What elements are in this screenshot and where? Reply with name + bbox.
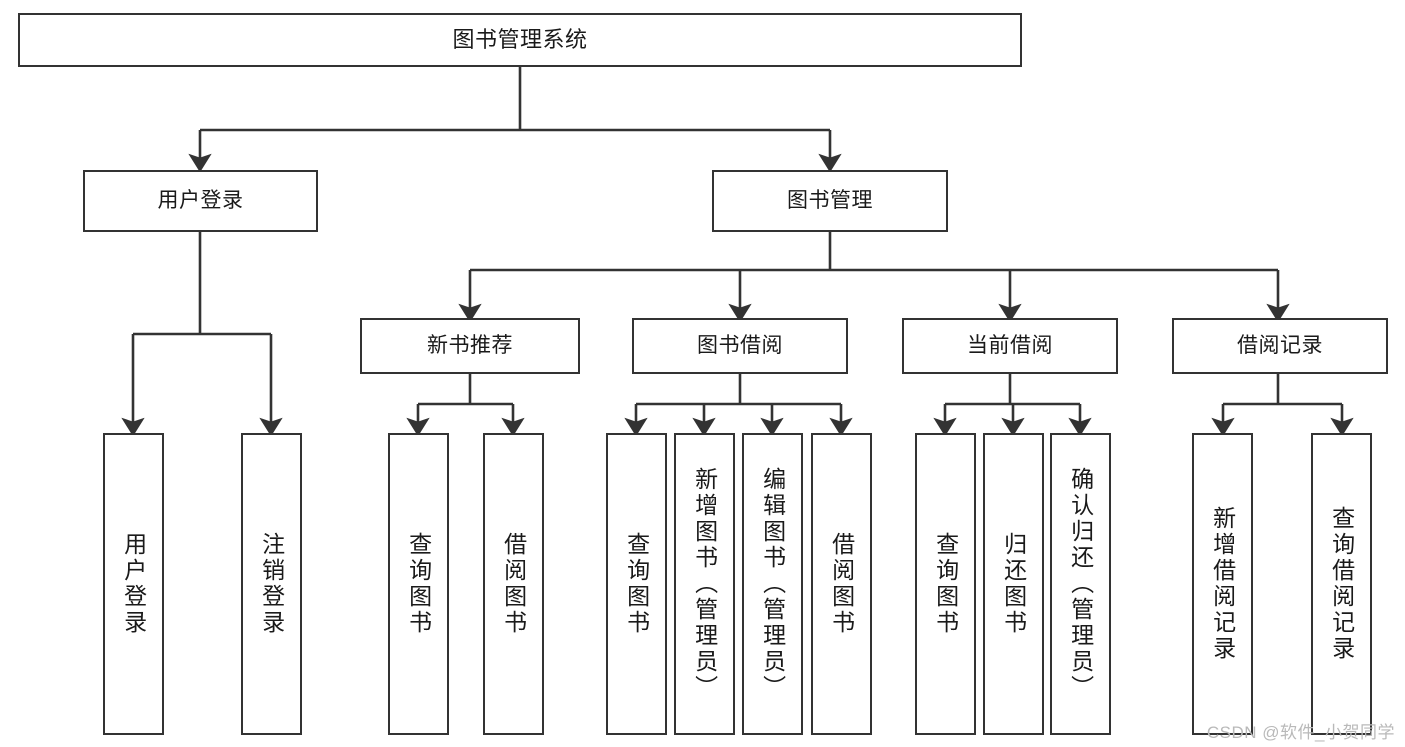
node-label: 新书推荐 bbox=[427, 334, 513, 358]
node-book-borrow[interactable]: 图书借阅 bbox=[632, 318, 848, 374]
node-label: 用户登录 bbox=[120, 532, 147, 636]
node-label: 查询图书 bbox=[932, 532, 959, 636]
node-user-login[interactable]: 用户登录 bbox=[83, 170, 318, 232]
node-current-borrow[interactable]: 当前借阅 bbox=[902, 318, 1118, 374]
node-label: 图书借阅 bbox=[697, 334, 783, 358]
node-leaf-logout-login[interactable]: 注销登录 bbox=[241, 433, 302, 735]
node-leaf-user-login[interactable]: 用户登录 bbox=[103, 433, 164, 735]
node-label: 图书管理 bbox=[787, 189, 873, 213]
node-new-book-recommend[interactable]: 新书推荐 bbox=[360, 318, 580, 374]
node-leaf-return-book[interactable]: 归还图书 bbox=[983, 433, 1044, 735]
node-label: 查询图书 bbox=[623, 532, 650, 636]
node-borrow-record[interactable]: 借阅记录 bbox=[1172, 318, 1388, 374]
node-book-manage[interactable]: 图书管理 bbox=[712, 170, 948, 232]
node-label: 借阅图书 bbox=[500, 532, 527, 636]
node-label: 归还图书 bbox=[1000, 532, 1027, 636]
node-label: 用户登录 bbox=[157, 189, 244, 213]
node-label: 查询借阅记录 bbox=[1328, 506, 1355, 662]
node-label: 编辑图书（管理员） bbox=[759, 467, 786, 701]
node-leaf-query-book-3[interactable]: 查询图书 bbox=[915, 433, 976, 735]
node-leaf-query-book-2[interactable]: 查询图书 bbox=[606, 433, 667, 735]
node-label: 确认归还（管理员） bbox=[1067, 467, 1094, 701]
node-leaf-edit-book[interactable]: 编辑图书（管理员） bbox=[742, 433, 803, 735]
node-label: 注销登录 bbox=[258, 532, 285, 636]
node-label: 图书管理系统 bbox=[452, 26, 588, 52]
node-leaf-add-record[interactable]: 新增借阅记录 bbox=[1192, 433, 1253, 735]
node-label: 借阅图书 bbox=[828, 532, 855, 636]
node-label: 借阅记录 bbox=[1237, 334, 1323, 358]
node-leaf-query-book-1[interactable]: 查询图书 bbox=[388, 433, 449, 735]
node-label: 新增图书（管理员） bbox=[691, 467, 718, 701]
node-label: 当前借阅 bbox=[967, 334, 1053, 358]
node-leaf-confirm-return[interactable]: 确认归还（管理员） bbox=[1050, 433, 1111, 735]
node-leaf-query-record[interactable]: 查询借阅记录 bbox=[1311, 433, 1372, 735]
watermark-text: CSDN @软件_小贺同学 bbox=[1206, 723, 1395, 742]
node-leaf-borrow-book-2[interactable]: 借阅图书 bbox=[811, 433, 872, 735]
node-leaf-add-book[interactable]: 新增图书（管理员） bbox=[674, 433, 735, 735]
node-label: 新增借阅记录 bbox=[1209, 506, 1236, 662]
node-label: 查询图书 bbox=[405, 532, 432, 636]
node-leaf-borrow-book-1[interactable]: 借阅图书 bbox=[483, 433, 544, 735]
node-root-system[interactable]: 图书管理系统 bbox=[18, 13, 1022, 67]
